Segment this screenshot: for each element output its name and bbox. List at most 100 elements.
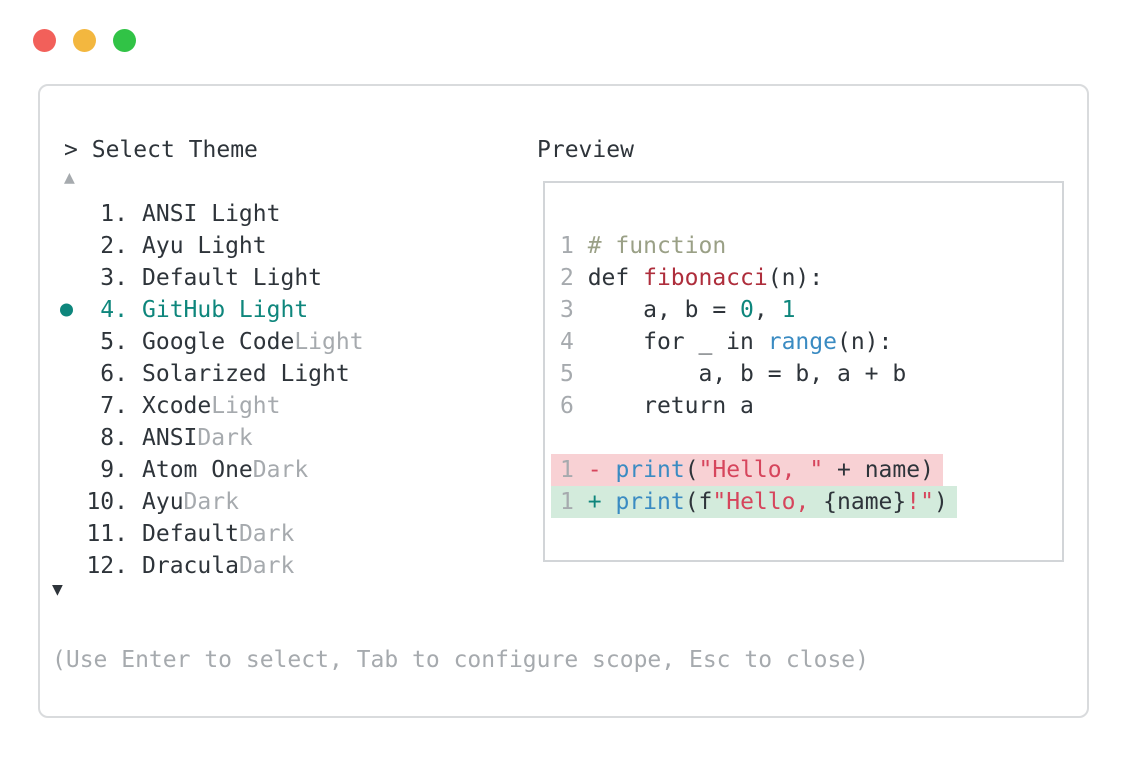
line-number: 3	[560, 297, 588, 323]
code-token: (n):	[767, 265, 824, 291]
theme-name: Default Light	[142, 265, 323, 291]
close-button[interactable]	[33, 29, 56, 52]
selected-bullet-icon	[60, 303, 73, 317]
theme-name: GitHub Light	[142, 297, 309, 323]
code-token: fibonacci	[643, 265, 768, 291]
code-token: range	[767, 329, 837, 355]
theme-list-item[interactable]: 9. Atom One Dark	[86, 454, 364, 486]
code-token: print	[615, 489, 685, 515]
code-token: )	[933, 489, 948, 515]
line-number: 1	[560, 233, 588, 259]
diff-highlight: 1 - print("Hello, " + name)	[551, 454, 943, 486]
line-number: 4	[560, 329, 588, 355]
scroll-up-icon: ▲	[64, 167, 75, 188]
page-title: Select Theme	[91, 137, 258, 163]
theme-number: 2.	[100, 233, 128, 259]
theme-variant-suffix: Dark	[252, 457, 309, 483]
theme-number: 12.	[86, 553, 128, 579]
theme-number: 1.	[100, 201, 128, 227]
theme-name: Google Code	[142, 329, 295, 355]
line-number: 6	[560, 393, 588, 419]
code-token	[574, 457, 588, 483]
code-token: + name)	[823, 457, 934, 483]
code-line: 1 # function	[545, 230, 1062, 262]
code-line: 3 a, b = 0, 1	[545, 294, 1062, 326]
theme-list-item[interactable]: 2.Ayu Light	[86, 230, 364, 262]
code-line: 5 a, b = b, a + b	[545, 358, 1062, 390]
diff-highlight: 1 + print(f"Hello, {name}!")	[551, 486, 957, 518]
line-number: 1	[560, 457, 574, 483]
blank-line	[545, 422, 1062, 454]
code-token: (n):	[836, 329, 893, 355]
theme-name: ANSI Light	[142, 201, 281, 227]
code-token: ,	[753, 297, 782, 323]
theme-name: Xcode	[142, 393, 212, 419]
scroll-down-icon: ▼	[52, 579, 63, 600]
theme-name: Solarized Light	[142, 361, 350, 387]
prompt-chevron-icon: >	[64, 137, 78, 163]
preview-label: Preview	[537, 137, 634, 163]
code-line: 4 for _ in range(n):	[545, 326, 1062, 358]
theme-number: 8.	[100, 425, 128, 451]
theme-number: 9.	[100, 457, 128, 483]
theme-variant-suffix: Dark	[238, 553, 295, 579]
code-token	[602, 489, 616, 515]
theme-variant-suffix: Light	[211, 393, 281, 419]
code-token: 0	[740, 297, 754, 323]
code-token: def	[587, 265, 644, 291]
theme-variant-suffix: Dark	[238, 521, 295, 547]
theme-list-item[interactable]: 4. GitHub Light	[60, 294, 364, 326]
code-token: for _ in	[587, 329, 768, 355]
line-number: 5	[560, 361, 588, 387]
code-token: (	[684, 457, 699, 483]
theme-number: 5.	[100, 329, 128, 355]
zoom-button[interactable]	[113, 29, 136, 52]
theme-list-item[interactable]: 11. Default Dark	[86, 518, 364, 550]
theme-list-item[interactable]: 6. Solarized Light	[86, 358, 364, 390]
theme-list-item[interactable]: 5. Google Code Light	[86, 326, 364, 358]
code-token: {name}	[823, 489, 907, 515]
theme-number: 6.	[100, 361, 128, 387]
theme-variant-suffix: Light	[294, 329, 364, 355]
code-token: "Hello, "	[698, 457, 824, 483]
theme-list-item[interactable]: 12. Dracula Dark	[86, 550, 364, 582]
theme-variant-suffix: Dark	[197, 425, 253, 451]
minimize-button[interactable]	[73, 29, 96, 52]
theme-number: 4.	[100, 297, 128, 323]
code-line: 2 def fibonacci(n):	[545, 262, 1062, 294]
traffic-lights	[33, 29, 136, 52]
theme-list-item[interactable]: 7. Xcode Light	[86, 390, 364, 422]
theme-list-item[interactable]: 8. ANSI Dark	[86, 422, 364, 454]
code-token: !"	[906, 489, 934, 515]
code-token	[602, 457, 616, 483]
theme-list-item[interactable]: 1. ANSI Light	[86, 198, 364, 230]
code-token: "Hello,	[712, 489, 824, 515]
code-token: (f	[684, 489, 713, 515]
code-token: return a	[587, 393, 754, 419]
theme-name: Default	[142, 521, 239, 547]
theme-name: Atom One	[142, 457, 253, 483]
diff-line-removed: 1 - print("Hello, " + name)	[545, 454, 1062, 486]
code-token: -	[587, 457, 602, 483]
code-line: 6 return a	[545, 390, 1062, 422]
theme-name: Dracula	[142, 553, 239, 579]
theme-variant-suffix: Dark	[183, 489, 239, 515]
theme-list-item[interactable]: 10.Ayu Dark	[86, 486, 364, 518]
diff-line-added: 1 + print(f"Hello, {name}!")	[545, 486, 1062, 518]
theme-name: ANSI	[142, 425, 198, 451]
code-token: 1	[781, 297, 796, 323]
code-token	[574, 489, 588, 515]
theme-list-item[interactable]: 3.Default Light	[86, 262, 364, 294]
theme-name: Ayu	[142, 489, 184, 515]
theme-number: 7.	[100, 393, 128, 419]
dialog-title: > Select Theme	[64, 134, 258, 166]
code-token: print	[615, 457, 685, 483]
theme-number: 11.	[86, 521, 128, 547]
line-number: 2	[560, 265, 588, 291]
code-token: # function	[587, 233, 727, 259]
keyboard-hints: (Use Enter to select, Tab to configure s…	[52, 647, 869, 673]
